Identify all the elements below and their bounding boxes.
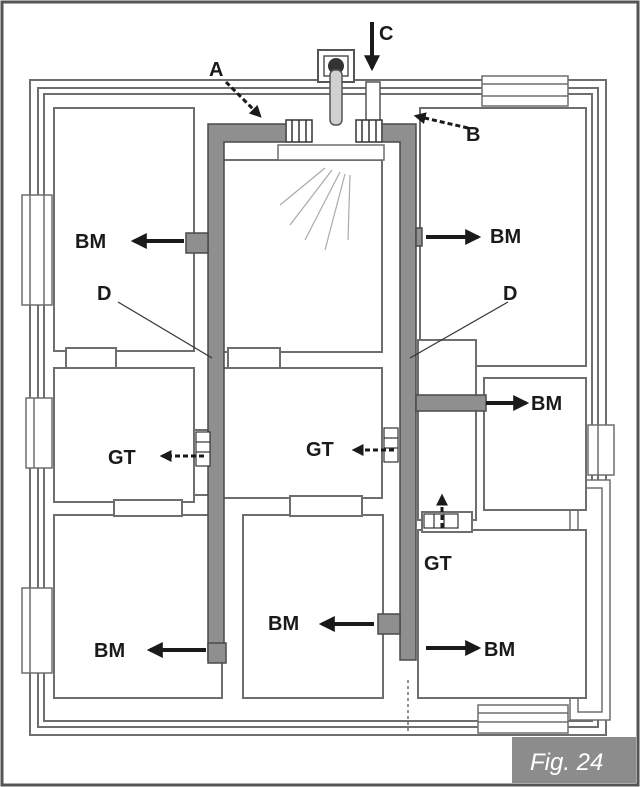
room-center-mid bbox=[221, 367, 383, 499]
room-top-left bbox=[53, 107, 195, 352]
label-d-left: D bbox=[97, 283, 111, 305]
ducts bbox=[185, 123, 487, 664]
label-bm-bottom-right: BM bbox=[484, 639, 515, 661]
hall-right bbox=[417, 339, 477, 521]
label-bm-bottom-left: BM bbox=[94, 640, 125, 662]
duct-right-outlet-center bbox=[377, 613, 401, 635]
d-leaders bbox=[117, 301, 509, 359]
fan-unit bbox=[277, 49, 385, 251]
label-gt-center: GT bbox=[306, 439, 334, 461]
room-mid-left bbox=[53, 367, 195, 503]
figure-caption: Fig. 24 bbox=[530, 749, 603, 776]
duct-left-outlet-upper bbox=[185, 232, 209, 254]
bm-arrows bbox=[130, 22, 530, 658]
arrow-b bbox=[413, 112, 469, 130]
label-gt-left: GT bbox=[108, 447, 136, 469]
duct-right-branch bbox=[415, 394, 487, 412]
room-bottom-right bbox=[417, 529, 587, 699]
label-gt-right: GT bbox=[424, 553, 452, 575]
room-center-top bbox=[221, 159, 383, 353]
room-bottom-left bbox=[53, 514, 223, 699]
label-bm-mid-right: BM bbox=[531, 393, 562, 415]
label-d-right: D bbox=[503, 283, 517, 305]
duct-left-outlet-lower bbox=[207, 642, 227, 664]
duct-right-outlet-upper bbox=[415, 227, 423, 247]
labels: A B C D D BM BM BM BM BM BM GT GT GT bbox=[75, 23, 562, 662]
figure-caption-box bbox=[512, 737, 636, 783]
windows bbox=[21, 75, 615, 734]
room-center-bottom bbox=[242, 514, 384, 699]
room-mid-right bbox=[483, 377, 587, 511]
light-rays bbox=[279, 167, 351, 251]
label-bm-top-right: BM bbox=[490, 226, 521, 248]
label-c: C bbox=[379, 23, 393, 45]
label-b: B bbox=[466, 124, 480, 146]
arrow-a bbox=[224, 80, 262, 118]
label-bm-top-left: BM bbox=[75, 231, 106, 253]
dashed-arrows bbox=[159, 80, 469, 528]
label-a: A bbox=[209, 59, 223, 81]
label-bm-center-bottom: BM bbox=[268, 613, 299, 635]
